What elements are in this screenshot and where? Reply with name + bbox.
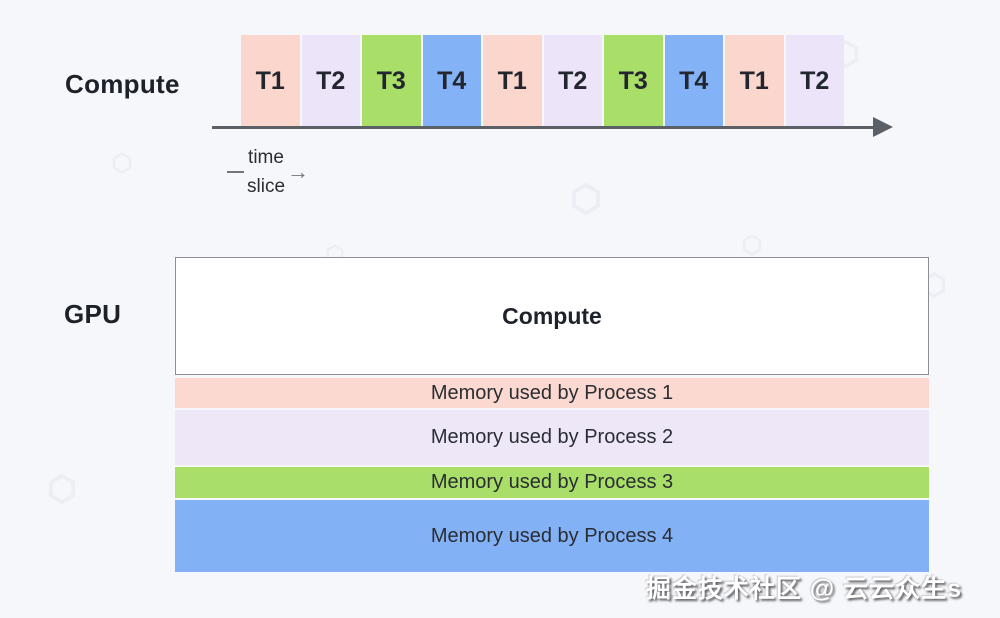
- time-slice-t4: T4: [664, 35, 723, 128]
- time-slice-t2: T2: [301, 35, 360, 128]
- memory-bar-process-2: Memory used by Process 2: [175, 410, 929, 465]
- time-slice-label: T3: [376, 67, 406, 95]
- time-slice-track: T1 T2 T3 T4 T1 T2 T3 T4 T1 T2: [241, 35, 844, 128]
- compute-row-label: Compute: [65, 69, 180, 99]
- time-slice-annotation-line1: time: [248, 147, 284, 168]
- memory-bar-label: Memory used by Process 2: [430, 426, 674, 448]
- time-slice-label: T1: [739, 67, 769, 95]
- gpu-compute-box: Compute: [175, 257, 929, 375]
- time-slice-label: T2: [800, 67, 830, 95]
- time-slice-label: T4: [679, 67, 709, 95]
- gpu-stack: Compute Memory used by Process 1 Memory u…: [175, 257, 929, 572]
- time-slice-t1: T1: [483, 35, 542, 128]
- hexagon-watermark-icon: [571, 182, 601, 220]
- time-slice-annotation: time slice →: [227, 143, 309, 201]
- time-slice-t4: T4: [422, 35, 481, 128]
- time-slice-t3: T3: [604, 35, 663, 128]
- time-slice-t1: T1: [241, 35, 300, 128]
- time-slice-t1: T1: [725, 35, 784, 128]
- time-slice-annotation-line2: slice: [247, 176, 286, 197]
- memory-bar-label: Memory used by Process 4: [430, 524, 674, 547]
- time-slice-t3: T3: [362, 35, 421, 128]
- hexagon-watermark-icon: [112, 152, 132, 179]
- time-slice-label: T1: [255, 67, 285, 95]
- gpu-row-label: GPU: [64, 299, 122, 329]
- gpu-compute-box-label: Compute: [502, 302, 602, 329]
- tick-dash-icon: [227, 171, 244, 173]
- memory-bar-process-1: Memory used by Process 1: [175, 378, 929, 408]
- time-slice-label: T4: [437, 67, 467, 95]
- time-slice-t2: T2: [785, 35, 844, 128]
- right-arrow-icon: →: [287, 159, 310, 184]
- time-slice-label: T2: [558, 67, 588, 95]
- memory-bar-label: Memory used by Process 3: [430, 471, 674, 493]
- time-slice-t2: T2: [543, 35, 602, 128]
- memory-bar-process-4: Memory used by Process 4: [175, 500, 929, 572]
- memory-bar-label: Memory used by Process 1: [430, 381, 674, 404]
- site-watermark: 掘金技术社区 @ 云云众生s: [645, 575, 962, 603]
- time-axis-line: [212, 126, 875, 129]
- memory-bar-process-3: Memory used by Process 3: [175, 467, 929, 498]
- time-axis-arrowhead-icon: [873, 117, 893, 137]
- hexagon-watermark-icon: [48, 473, 76, 509]
- time-slice-label: T3: [618, 67, 648, 95]
- time-slice-label: T1: [497, 67, 527, 95]
- time-slice-label: T2: [316, 67, 346, 95]
